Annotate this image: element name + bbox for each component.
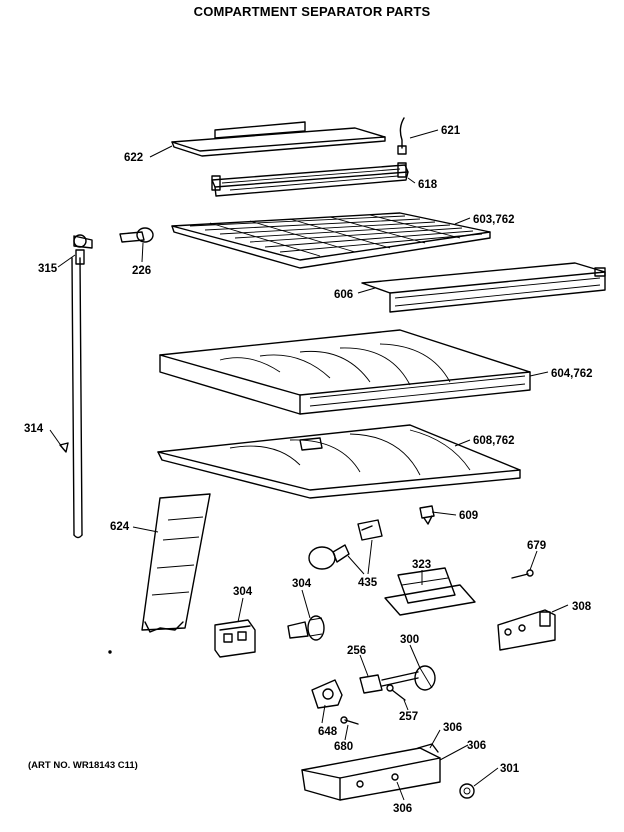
callout-622: 622 [124, 152, 143, 164]
callout-604-762: 604,762 [551, 368, 593, 380]
part-679-screw [511, 569, 534, 579]
callout-315: 315 [38, 263, 58, 275]
part-680-screw [340, 716, 359, 725]
callout-618: 618 [418, 179, 438, 191]
part-314-rod [59, 257, 83, 539]
callout-679: 679 [527, 540, 546, 552]
part-609-clip [419, 505, 435, 525]
part-226-bushing [119, 227, 154, 243]
part-315-bracket [73, 234, 93, 265]
part-256-switch [359, 674, 383, 694]
callout-435: 435 [358, 577, 378, 589]
part-604-shelf [159, 329, 531, 415]
callout-226: 226 [132, 265, 151, 277]
part-608-pan [157, 424, 521, 499]
part-306-housing [301, 743, 441, 801]
callout-306-right: 306 [467, 740, 486, 752]
part-304-bracket [214, 619, 256, 658]
callout-301: 301 [500, 763, 520, 775]
callout-257: 257 [399, 711, 418, 723]
callout-306-top: 306 [443, 722, 462, 734]
callout-256: 256 [347, 645, 366, 657]
callout-624: 624 [110, 521, 130, 533]
page-title: COMPARTMENT SEPARATOR PARTS [193, 4, 431, 19]
callout-323: 323 [412, 559, 431, 571]
callout-304-bracket: 304 [233, 586, 253, 598]
part-618-bracket [211, 162, 409, 197]
part-301-knob [459, 783, 475, 799]
part-435-bulb [308, 544, 350, 570]
callout-304-thermostat: 304 [292, 578, 312, 590]
callout-606: 606 [334, 289, 353, 301]
callout-621: 621 [441, 125, 461, 137]
part-300-control [381, 665, 436, 691]
callout-308: 308 [572, 601, 592, 613]
leader-lines [49, 129, 569, 801]
callout-648: 648 [318, 726, 338, 738]
part-435-socket [357, 519, 383, 541]
callout-314: 314 [24, 423, 44, 435]
part-622-cover [171, 121, 386, 157]
callout-603-762: 603,762 [473, 214, 515, 226]
stray-dot [108, 650, 112, 654]
part-648-thermostat [311, 679, 343, 709]
callout-306-bottom: 306 [393, 803, 412, 815]
part-624-duct [141, 493, 211, 633]
part-304-thermostat [287, 615, 325, 641]
callout-680: 680 [334, 741, 353, 753]
part-308-plate [497, 609, 556, 651]
part-323-housing [384, 567, 476, 616]
part-257-screw [386, 684, 406, 701]
art-number: (ART NO. WR18143 C11) [28, 760, 138, 771]
callout-300: 300 [400, 634, 419, 646]
callout-609: 609 [459, 510, 478, 522]
callout-608-762: 608,762 [473, 435, 515, 447]
part-603-wire-shelf [171, 212, 491, 269]
part-621-wire [397, 117, 407, 155]
part-606-cover [361, 262, 606, 313]
